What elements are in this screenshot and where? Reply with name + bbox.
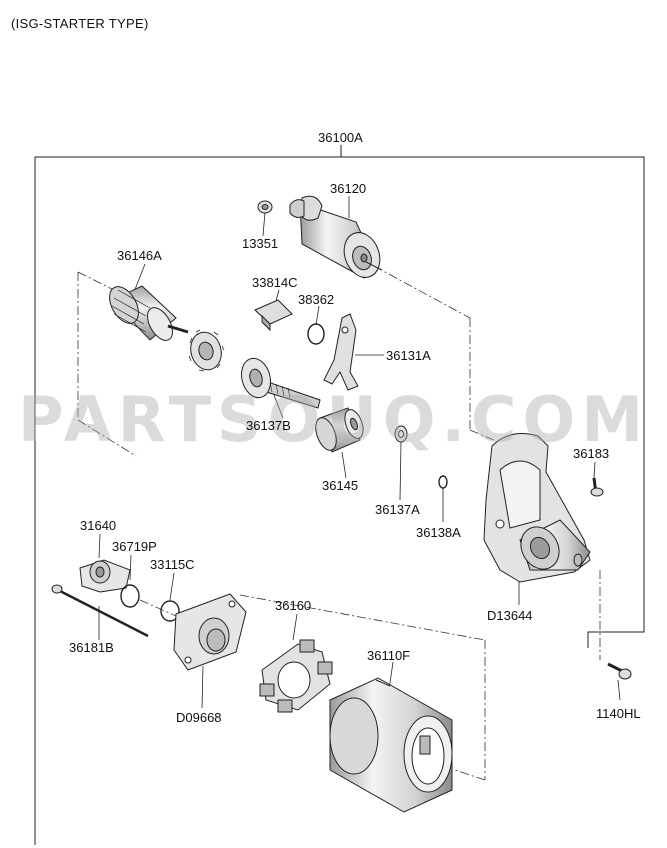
bolt-1140HL xyxy=(607,662,632,680)
label-D09668[interactable]: D09668 xyxy=(176,710,222,725)
label-36110F[interactable]: 36110F xyxy=(367,648,411,663)
bracket-33814C xyxy=(254,299,293,332)
shaft-36137B xyxy=(241,357,321,409)
label-36145[interactable]: 36145 xyxy=(322,478,359,493)
pinion-36145 xyxy=(315,407,364,453)
label-36183[interactable]: 36183 xyxy=(573,446,610,461)
snapring-36138A xyxy=(438,475,448,489)
label-31640[interactable]: 31640 xyxy=(80,518,117,533)
nut-13351 xyxy=(257,200,273,214)
yoke-36110F xyxy=(329,677,453,813)
washer-36137A xyxy=(394,425,408,443)
label-33814C[interactable]: 33814C xyxy=(252,275,298,290)
throughbolt-36181B xyxy=(51,584,149,638)
bracket-D09668 xyxy=(173,593,247,671)
label-36719P[interactable]: 36719P xyxy=(112,539,157,554)
label-13351[interactable]: 13351 xyxy=(242,236,279,251)
dashed-guides xyxy=(77,265,601,781)
label-36137B[interactable]: 36137B xyxy=(246,418,291,433)
label-33115C[interactable]: 33115C xyxy=(150,557,195,572)
gear-36146A xyxy=(109,285,189,341)
cover-31640 xyxy=(79,559,131,593)
label-36138A[interactable]: 36138A xyxy=(416,525,461,540)
label-36120[interactable]: 36120 xyxy=(330,181,367,196)
label-36131A[interactable]: 36131A xyxy=(386,348,431,363)
label-36100A[interactable]: 36100A xyxy=(318,130,363,145)
diagram-header: (ISG-STARTER TYPE) xyxy=(11,16,149,31)
housing-D13644 xyxy=(483,433,591,583)
label-1140HL[interactable]: 1140HL xyxy=(596,706,641,721)
ring-38362 xyxy=(307,323,325,345)
bolt-36183 xyxy=(590,477,604,497)
oring-33115C xyxy=(160,600,180,622)
oring-36719P xyxy=(120,584,140,608)
brushholder-36160 xyxy=(259,639,333,713)
label-36181B[interactable]: 36181B xyxy=(69,640,114,655)
lever-36131A xyxy=(323,313,359,391)
label-36137A[interactable]: 36137A xyxy=(375,502,420,517)
label-D13644[interactable]: D13644 xyxy=(487,608,533,623)
solenoid-36120 xyxy=(289,195,383,279)
label-36146A[interactable]: 36146A xyxy=(117,248,162,263)
assembly-frame xyxy=(34,145,645,845)
spur-gear xyxy=(188,329,225,372)
label-38362[interactable]: 38362 xyxy=(298,292,335,307)
label-36160[interactable]: 36160 xyxy=(275,598,312,613)
